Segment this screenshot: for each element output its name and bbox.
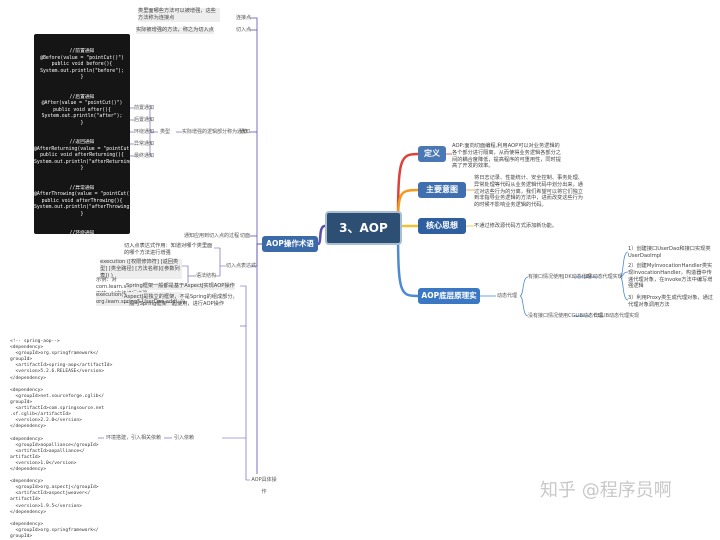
- without-interface-label: 没有接口情况使用CGLIB动态代理: [528, 313, 604, 319]
- advice-code-after-returning: //返回通知 @AfterReturning(value = "pointCut…: [34, 140, 141, 171]
- joinpoint-label: 连接点: [236, 15, 252, 21]
- advice-type-before: 前置通知: [134, 105, 155, 111]
- aspect-label: 切面: [240, 233, 251, 239]
- aspect-description: 通知应用到切入点的过程: [184, 233, 240, 239]
- definition-text: AOP:面向切面编程,利用AOP可以对业务逻辑的各个部分进行隔离，从而使得业务逻…: [452, 143, 561, 170]
- advice-type-around: 环绕通知: [134, 129, 155, 135]
- advice-code-after-throwing: //异常通知 @AfterThrowing(value = "pointCut(…: [34, 185, 138, 217]
- aspectj-description: AspectJ是独立的框架，不是Spring的组成部分，一般与Spring框架一…: [124, 294, 238, 307]
- cglib-proxy-label: CGLIB动态代理实现: [594, 313, 640, 319]
- aop-terms-node: AOP操作术语: [262, 236, 318, 252]
- pointcut-description: 实际被增强的方法，称之为切入点: [136, 27, 214, 34]
- advice-type-final: 最终通知: [134, 153, 155, 159]
- proxy-step-3: 3）利用Proxy类生成代理对象，通过代理对象调用方法: [628, 295, 713, 308]
- advice-label: 通知: [240, 129, 251, 135]
- proxy-step-2: 2）创建MyInvocationHandler类实现InvocationHand…: [628, 263, 713, 290]
- deps-code-block: <!-- spring-aop--> <dependency> <groupId…: [10, 339, 113, 539]
- advice-code-after: //后置通知 @After(value = "pointCut()") publ…: [41, 94, 123, 126]
- advice-type-throwing: 异常通知: [134, 141, 155, 147]
- main-function-text: 将日志记录、性能统计、安全控制、事务处理、异常处理等代码从业务逻辑代码中划分出来…: [474, 175, 583, 209]
- deps-label: 引入依赖: [174, 435, 195, 441]
- advice-code-before: //前置通知 @Before(value = "pointCut()") pub…: [40, 49, 124, 80]
- advice-description: 实际增强的逻辑部分称为通知: [182, 129, 248, 135]
- branch-left-line: [317, 224, 326, 246]
- example-code: execution(* org.learn.spring5.UserDao.ad…: [96, 292, 185, 306]
- core-idea-node: 核心思想: [418, 218, 466, 234]
- expression-label: 切入点表达式: [226, 263, 257, 269]
- definition-node: 定义: [418, 146, 446, 162]
- pointcut-label: 切入点: [236, 27, 252, 33]
- core-idea-text: 不通过修改源代码方式添加新功能。: [474, 223, 558, 229]
- aop-ops-node: AOP具体操作: [250, 474, 278, 495]
- advice-types-label: 类型: [160, 129, 171, 135]
- joinpoint-description: 类里面哪些方法可以被增强，这些方法称为连接点: [138, 8, 220, 22]
- main-function-node: 主要意图: [418, 182, 466, 198]
- syntax-text: execution ([权限修饰符] [返回类型] [类全路径] [方法名称](…: [100, 259, 182, 280]
- framework-text: Spring框架一般都是基于AspectJ实现AOP操作: [126, 283, 235, 290]
- with-interface-label: 有接口情况使用JDK动态代理: [528, 274, 592, 280]
- deps-step-label: 环境搭建，引入相关依赖: [106, 435, 162, 441]
- jdk-proxy-label: JDK动态代理实现: [584, 274, 623, 280]
- expression-description: 切入点表达式作用：知道对哪个类里面的哪个方法进行增强: [124, 243, 213, 256]
- advice-code-block: //前置通知 @Before(value = "pointCut()") pub…: [34, 34, 152, 308]
- dynamic-proxy-label: 动态代理: [497, 293, 518, 299]
- central-topic: 3、AOP: [325, 211, 402, 245]
- underlying-node: AOP底层原理实现: [418, 288, 480, 316]
- advice-type-after: 后置通知: [134, 117, 155, 123]
- watermark: 知乎 @程序员啊: [540, 480, 672, 501]
- syntax-label: 语法结构: [196, 273, 217, 279]
- proxy-step-1: 1）创建接口UserDao和接口实现类UserDaoImpl: [628, 246, 711, 259]
